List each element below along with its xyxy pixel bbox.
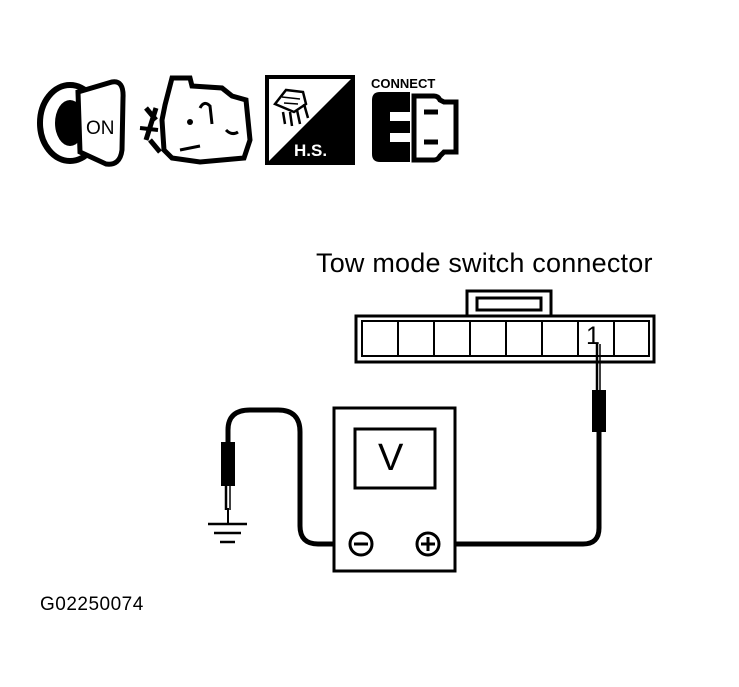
hs-label: H.S. <box>294 141 327 160</box>
connector-connect-icon <box>372 92 459 163</box>
negative-probe <box>221 442 235 523</box>
connector-cavity-dividers <box>397 321 615 356</box>
positive-probe <box>592 344 606 446</box>
engine-stopped-icon <box>139 75 253 165</box>
ignition-key-on-icon: ON <box>37 79 126 167</box>
harness-side-icon: H.S. <box>265 75 355 165</box>
ground-symbol-icon <box>208 522 247 544</box>
negative-terminal-icon <box>348 531 374 557</box>
positive-lead-wire <box>440 446 602 547</box>
negative-lead-wire <box>225 407 348 547</box>
connector-title: Tow mode switch connector <box>316 248 653 278</box>
voltmeter <box>332 406 457 573</box>
terminal-number: 1 <box>586 322 600 350</box>
tow-mode-switch-connector <box>354 289 656 364</box>
figure-code: G02250074 <box>40 594 144 615</box>
positive-terminal-icon <box>415 531 441 557</box>
ignition-on-label: ON <box>86 118 115 139</box>
meter-display-label: V <box>378 437 404 479</box>
connect-icon-label: CONNECT <box>371 76 436 91</box>
